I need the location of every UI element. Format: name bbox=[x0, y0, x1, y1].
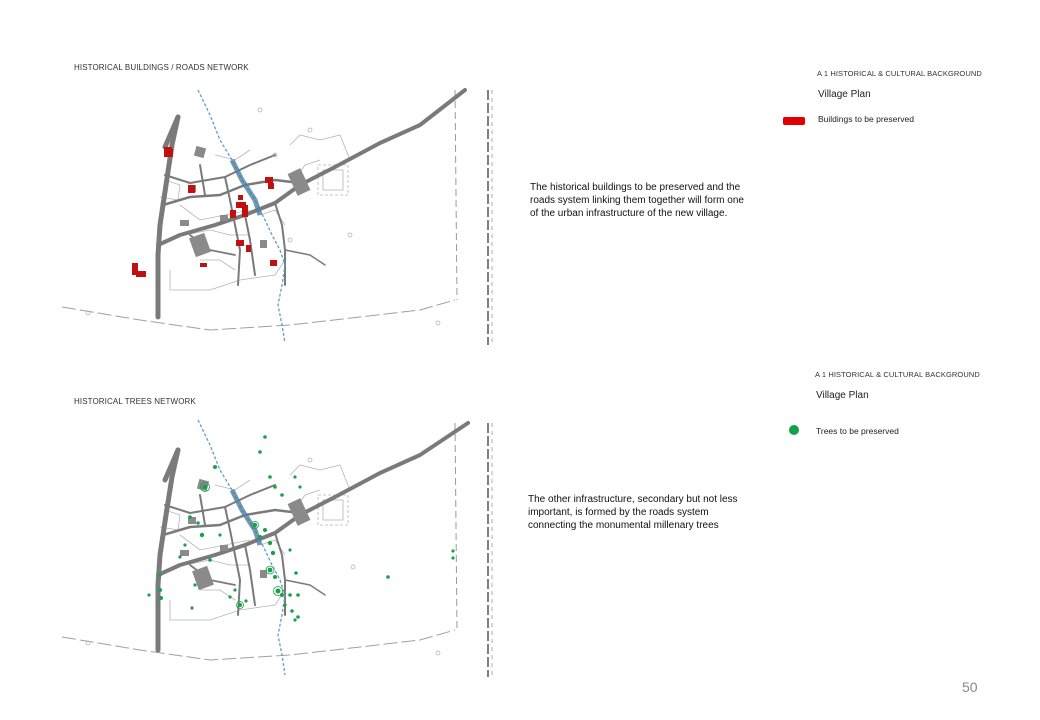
subtitle-bottom: Village Plan bbox=[816, 390, 869, 401]
roads-network bbox=[155, 421, 470, 653]
section-header-top: A 1 HISTORICAL & CULTURAL BACKGROUND bbox=[817, 69, 982, 78]
boundary-bottom bbox=[61, 299, 456, 331]
boundary-right bbox=[454, 422, 493, 677]
section-header-bottom: A 1 HISTORICAL & CULTURAL BACKGROUND bbox=[815, 370, 980, 379]
buildings-existing bbox=[180, 145, 311, 258]
village-map-trees bbox=[61, 419, 493, 677]
legend-label-buildings: Buildings to be preserved bbox=[818, 114, 914, 124]
section-title-buildings: HISTORICAL BUILDINGS / ROADS NETWORK bbox=[74, 63, 249, 72]
legend-label-trees: Trees to be preserved bbox=[816, 426, 899, 436]
parcel-outlines bbox=[159, 464, 351, 621]
river-channel bbox=[229, 488, 263, 546]
buildings-to-preserve bbox=[132, 147, 277, 277]
boundary-right bbox=[454, 89, 493, 345]
description-buildings: The historical buildings to be preserved… bbox=[530, 182, 744, 219]
river-channel bbox=[229, 158, 263, 216]
small-markers bbox=[85, 107, 441, 326]
boundary-bottom bbox=[61, 629, 456, 661]
roads-network bbox=[155, 88, 467, 320]
tree-canopies bbox=[200, 482, 283, 609]
subtitle-top: Village Plan bbox=[818, 89, 871, 100]
page-number: 50 bbox=[962, 679, 978, 695]
small-markers bbox=[85, 457, 441, 656]
section-title-trees: HISTORICAL TREES NETWORK bbox=[74, 397, 196, 406]
trees-to-preserve bbox=[147, 435, 455, 622]
legend-swatch-trees bbox=[789, 425, 799, 435]
legend-swatch-buildings bbox=[783, 117, 805, 125]
village-map-buildings bbox=[61, 88, 493, 345]
description-trees: The other infrastructure, secondary but … bbox=[528, 494, 738, 531]
